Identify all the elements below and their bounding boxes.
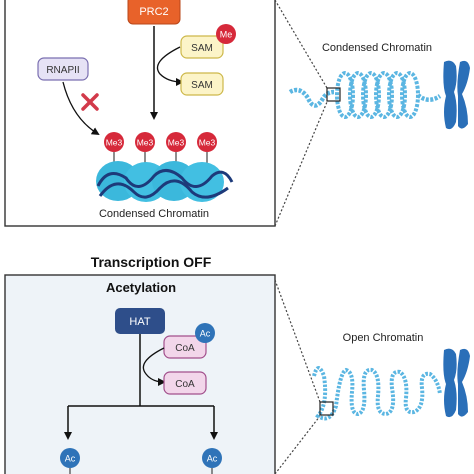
chromosome-icon-top [443, 60, 470, 130]
sam-label-1: SAM [191, 43, 213, 54]
rnapii-label: RNAPII [46, 65, 79, 76]
sam-molecule: SAM [180, 72, 224, 96]
condensed-chromatin-label: Condensed Chromatin [322, 42, 432, 54]
rnapii-arrow [62, 81, 100, 136]
rnapii-enzyme: RNAPII [37, 57, 89, 81]
sam-label-2: SAM [191, 80, 213, 91]
zoom-box-top [326, 87, 341, 102]
svg-text:Me3: Me3 [137, 138, 154, 148]
branch-arrows [64, 405, 218, 440]
coa-label-1: CoA [175, 343, 195, 354]
prc2-enzyme: PRC2 [127, 0, 181, 25]
open-chromatin-fiber [312, 366, 442, 421]
inhibition-x-icon [81, 93, 99, 111]
coa-molecule: CoA [163, 371, 207, 395]
coa-label-2: CoA [175, 379, 195, 390]
svg-text:Ac: Ac [207, 454, 218, 464]
coa-conversion-arrow [142, 347, 166, 386]
coiled-chromatin [288, 71, 442, 119]
sam-me-molecule: SAM Me [180, 24, 236, 59]
transcription-heading: Transcription OFF [91, 254, 212, 270]
zoom-lines-bottom [274, 279, 321, 474]
hat-enzyme: HAT [115, 308, 165, 334]
ac-marker-left: Ac [60, 448, 80, 474]
svg-text:Ac: Ac [65, 454, 76, 464]
svg-text:Me3: Me3 [168, 138, 185, 148]
svg-text:Me3: Me3 [199, 138, 216, 148]
ac-marker-right: Ac [202, 448, 222, 474]
hat-label: HAT [129, 316, 150, 328]
svg-text:Me3: Me3 [106, 138, 123, 148]
open-chromatin-label: Open Chromatin [343, 332, 424, 344]
chromosome-icon-bottom [443, 348, 470, 418]
me-label: Me [220, 30, 233, 40]
prc2-label: PRC2 [139, 6, 168, 18]
acetylation-title: Acetylation [106, 280, 176, 295]
panel-caption: Condensed Chromatin [99, 208, 209, 220]
sam-conversion-arrow [156, 46, 184, 86]
zoom-lines-top [274, 0, 328, 227]
zoom-box-bottom [319, 401, 334, 416]
ac-label: Ac [200, 329, 211, 339]
condensed-nucleosomes [96, 161, 234, 202]
coa-ac-molecule: CoA Ac [163, 323, 215, 359]
